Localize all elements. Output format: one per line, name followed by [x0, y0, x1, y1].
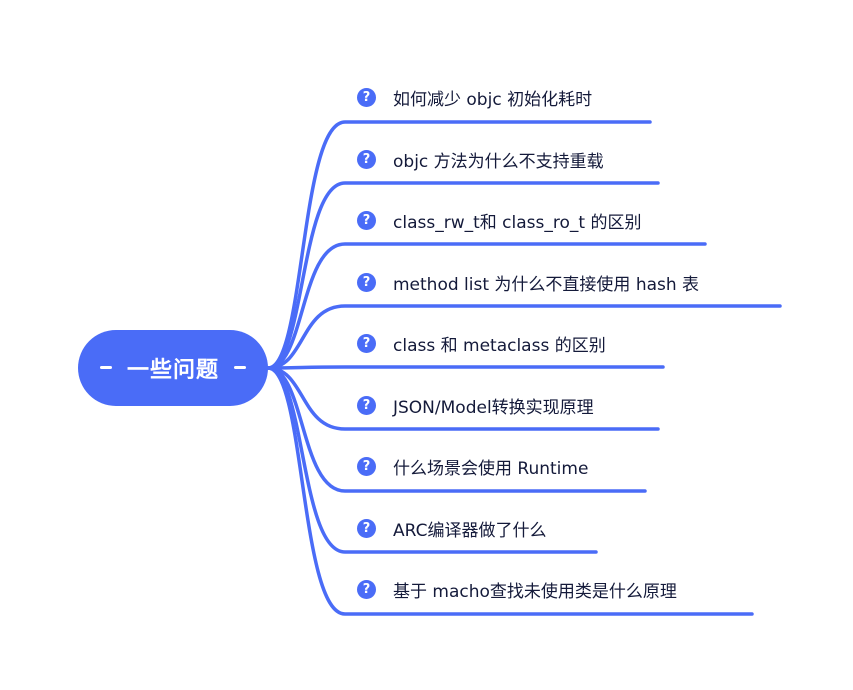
branch-connector-1 [266, 120, 652, 370]
branch-label: class_rw_t和 class_ro_t 的区别 [393, 212, 642, 233]
root-topic[interactable]: 一些问题 [78, 330, 268, 406]
branch-label: ARC编译器做了什么 [393, 520, 547, 541]
branch-label: objc 方法为什么不支持重载 [393, 151, 604, 172]
branch-label: class 和 metaclass 的区别 [393, 335, 606, 356]
branch-topic-2[interactable]: ? objc 方法为什么不支持重载 [357, 146, 604, 172]
question-icon: ? [357, 87, 376, 107]
root-right-dash [234, 366, 246, 369]
question-icon: ? [357, 518, 376, 538]
root-left-dash [100, 366, 112, 369]
branch-connector-3 [266, 242, 707, 370]
question-icon: ? [357, 333, 376, 353]
branch-topic-1[interactable]: ? 如何减少 objc 初始化耗时 [357, 84, 592, 110]
branch-connector-5 [266, 365, 665, 370]
branch-label: 如何减少 objc 初始化耗时 [393, 89, 593, 110]
question-icon: ? [357, 579, 376, 599]
question-icon: ? [357, 395, 376, 415]
question-icon: ? [357, 272, 376, 292]
branch-connector-9 [266, 366, 754, 616]
branch-topic-5[interactable]: ? class 和 metaclass 的区别 [357, 330, 606, 356]
root-topic-label: 一些问题 [126, 358, 219, 383]
branch-connector-4 [266, 304, 782, 370]
branch-connector-7 [266, 366, 647, 493]
branch-topic-7[interactable]: ? 什么场景会使用 Runtime [357, 453, 588, 479]
question-icon: ? [357, 210, 376, 230]
question-icon: ? [357, 456, 376, 476]
branch-label: 基于 macho查找未使用类是什么原理 [393, 581, 677, 602]
branch-connector-2 [266, 181, 660, 370]
branch-label: 什么场景会使用 Runtime [393, 458, 589, 479]
branch-topic-6[interactable]: ? JSON/Model转换实现原理 [357, 392, 594, 418]
branch-topic-4[interactable]: ? method list 为什么不直接使用 hash 表 [357, 269, 699, 295]
branch-topic-9[interactable]: ? 基于 macho查找未使用类是什么原理 [357, 576, 677, 602]
branch-connector-6 [266, 366, 660, 431]
branch-topic-3[interactable]: ? class_rw_t和 class_ro_t 的区别 [357, 207, 641, 233]
branch-label: method list 为什么不直接使用 hash 表 [393, 274, 700, 295]
branch-label: JSON/Model转换实现原理 [393, 397, 594, 418]
branch-topic-8[interactable]: ? ARC编译器做了什么 [357, 515, 546, 541]
question-icon: ? [357, 149, 376, 169]
